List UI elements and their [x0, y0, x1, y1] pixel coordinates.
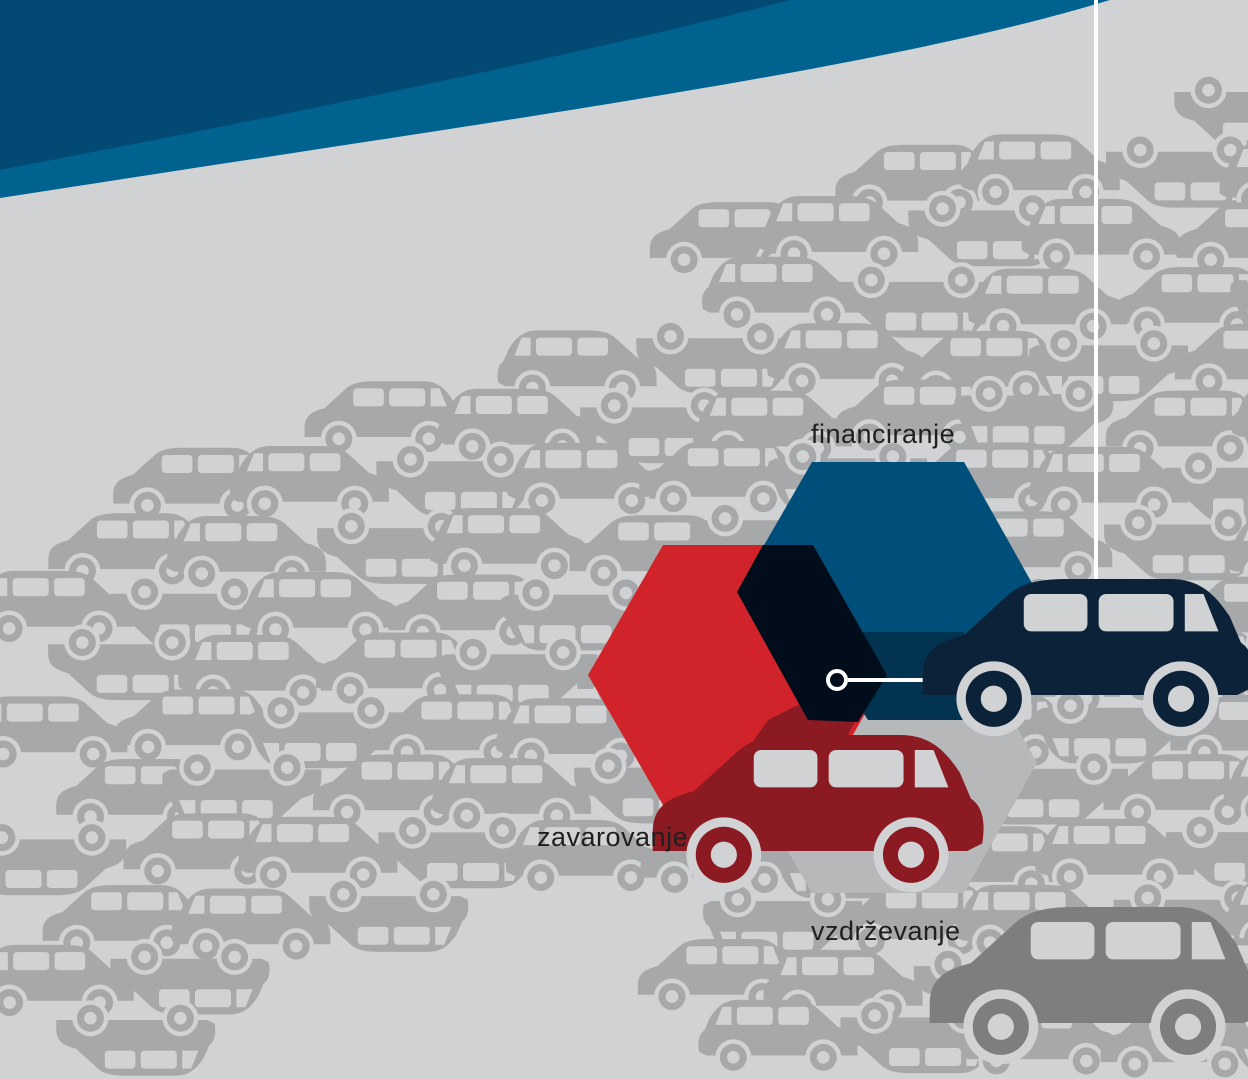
label-insurance: zavarovanje	[537, 822, 688, 852]
label-maintenance: vzdrževanje	[811, 916, 961, 946]
label-financing: financiranje	[811, 419, 955, 449]
